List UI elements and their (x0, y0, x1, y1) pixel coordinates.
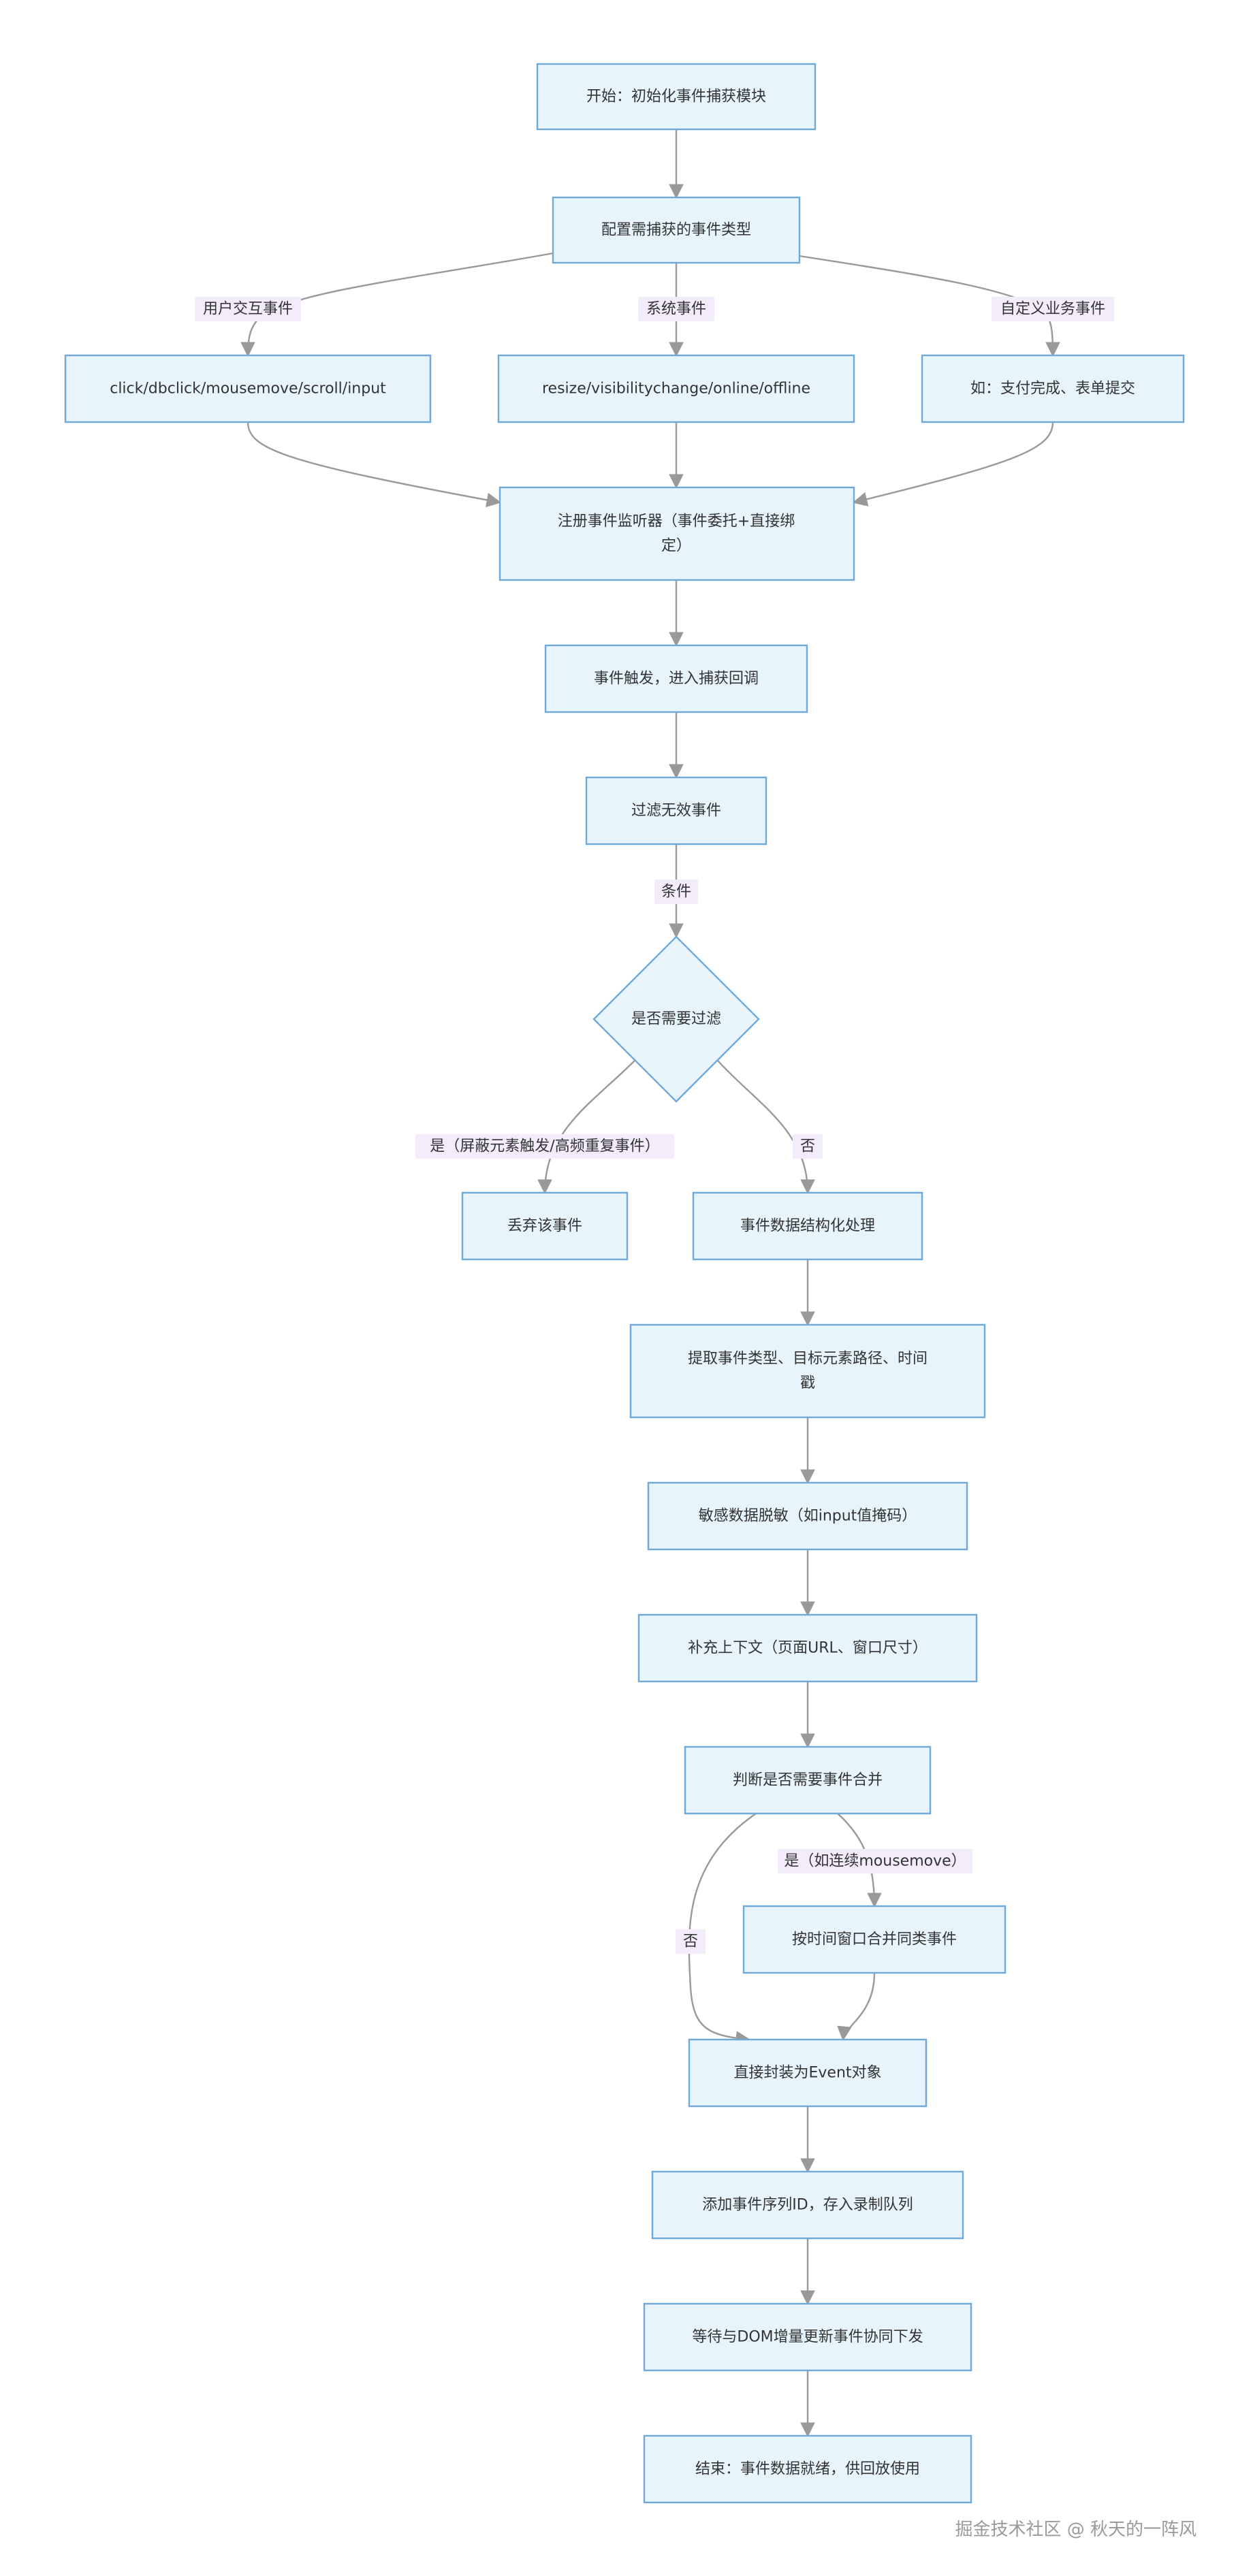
node-register-text-line1: 注册事件监听器（事件委托+直接绑 (558, 513, 795, 530)
edge-label-no-filter-text: 否 (800, 1138, 815, 1155)
node-extract-text-line2: 戳 (800, 1375, 815, 1392)
node-wrap-text: 直接封装为Event对象 (733, 2065, 881, 2082)
edge-label-user-text: 用户交互事件 (203, 301, 293, 318)
edge-merge-decision-wrap (688, 1813, 757, 2046)
node-config-text: 配置需捕获的事件类型 (601, 222, 751, 239)
edge-label-yes-merge: 是（如连续mousemove） (778, 1849, 972, 1873)
node-trigger-text: 事件触发，进入捕获回调 (594, 671, 759, 688)
edge-label-system: 系统事件 (638, 297, 714, 321)
node-user-events-text: click/dbclick/mousemove/scroll/input (110, 381, 386, 398)
edge-label-yes-filter: 是（屏蔽元素触发/高频重复事件） (415, 1134, 674, 1159)
node-start-text: 开始：初始化事件捕获模块 (586, 88, 766, 106)
edge-label-system-text: 系统事件 (646, 301, 706, 318)
node-need-merge: 判断是否需要事件合并 (684, 1745, 932, 1815)
node-filter: 过滤无效事件 (585, 776, 767, 846)
node-system-events-text: resize/visibilitychange/online/offline (542, 381, 810, 398)
node-filter-text: 过滤无效事件 (631, 803, 721, 820)
edge-merge-wrap (837, 1972, 876, 2042)
edge-label-no-merge: 否 (676, 1929, 706, 1954)
node-system-events: resize/visibilitychange/online/offline (497, 354, 855, 423)
node-seq-text: 添加事件序列ID，存入录制队列 (702, 2197, 913, 2214)
edge-label-no-merge-text: 否 (683, 1933, 698, 1950)
edge-label-yes-filter-text: 是（屏蔽元素触发/高频重复事件） (430, 1138, 659, 1155)
node-extract: 提取事件类型、目标元素路径、时间 戳 (629, 1323, 986, 1419)
node-discard-text: 丢弃该事件 (507, 1218, 582, 1235)
node-need-filter: 是否需要过滤 (592, 935, 760, 1103)
edge-custom-register (852, 421, 1054, 506)
node-need-merge-text: 判断是否需要事件合并 (733, 1772, 883, 1789)
node-mask-text: 敏感数据脱敏（如input值掩码） (699, 1508, 917, 1525)
node-need-filter-text: 是否需要过滤 (631, 1011, 721, 1028)
node-extract-text-line1: 提取事件类型、目标元素路径、时间 (688, 1351, 928, 1368)
node-structure-text: 事件数据结构化处理 (740, 1218, 875, 1235)
edge-label-custom: 自定义业务事件 (992, 297, 1114, 321)
edge-decision-structure (717, 1060, 815, 1195)
edge-label-custom-text: 自定义业务事件 (1000, 301, 1105, 318)
node-register: 注册事件监听器（事件委托+直接绑 定） (498, 486, 855, 581)
edge-label-condition: 条件 (654, 880, 698, 904)
edges (240, 129, 1060, 2438)
node-seq: 添加事件序列ID，存入录制队列 (651, 2170, 964, 2240)
watermark: 掘金技术社区 @ 秋天的一阵风 (955, 2519, 1197, 2540)
edge-user-register (247, 421, 502, 508)
node-mask: 敏感数据脱敏（如input值掩码） (647, 1481, 968, 1551)
node-register-text-line2: 定） (661, 538, 691, 555)
node-wrap: 直接封装为Event对象 (688, 2038, 928, 2108)
node-wait-text: 等待与DOM增量更新事件协同下发 (692, 2329, 923, 2346)
edge-decision-discard (537, 1060, 635, 1195)
edge-label-yes-merge-text: 是（如连续mousemove） (784, 1853, 966, 1870)
node-discard: 丢弃该事件 (461, 1191, 629, 1261)
edge-labels: 用户交互事件 系统事件 自定义业务事件 条件 是（屏蔽元素触发/高频重复事件） … (195, 297, 1114, 1954)
node-end-text: 结束：事件数据就绪，供回放使用 (695, 2461, 920, 2478)
edge-label-no-filter: 否 (793, 1134, 823, 1159)
node-custom-events-text: 如：支付完成、表单提交 (970, 381, 1135, 398)
edge-label-condition-text: 条件 (661, 884, 691, 901)
node-user-events: click/dbclick/mousemove/scroll/input (64, 354, 432, 423)
node-config: 配置需捕获的事件类型 (552, 196, 801, 264)
node-custom-events: 如：支付完成、表单提交 (921, 354, 1185, 423)
node-merge: 按时间窗口合并同类事件 (742, 1905, 1007, 1974)
node-context: 补充上下文（页面URL、窗口尺寸） (637, 1613, 978, 1683)
edge-label-user: 用户交互事件 (195, 297, 301, 321)
node-context-text: 补充上下文（页面URL、窗口尺寸） (688, 1640, 928, 1657)
node-start: 开始：初始化事件捕获模块 (536, 63, 817, 131)
node-wait: 等待与DOM增量更新事件协同下发 (643, 2302, 972, 2372)
node-end: 结束：事件数据就绪，供回放使用 (643, 2434, 972, 2504)
node-merge-text: 按时间窗口合并同类事件 (792, 1931, 957, 1948)
node-trigger: 事件触发，进入捕获回调 (544, 644, 808, 713)
node-structure: 事件数据结构化处理 (692, 1191, 923, 1261)
